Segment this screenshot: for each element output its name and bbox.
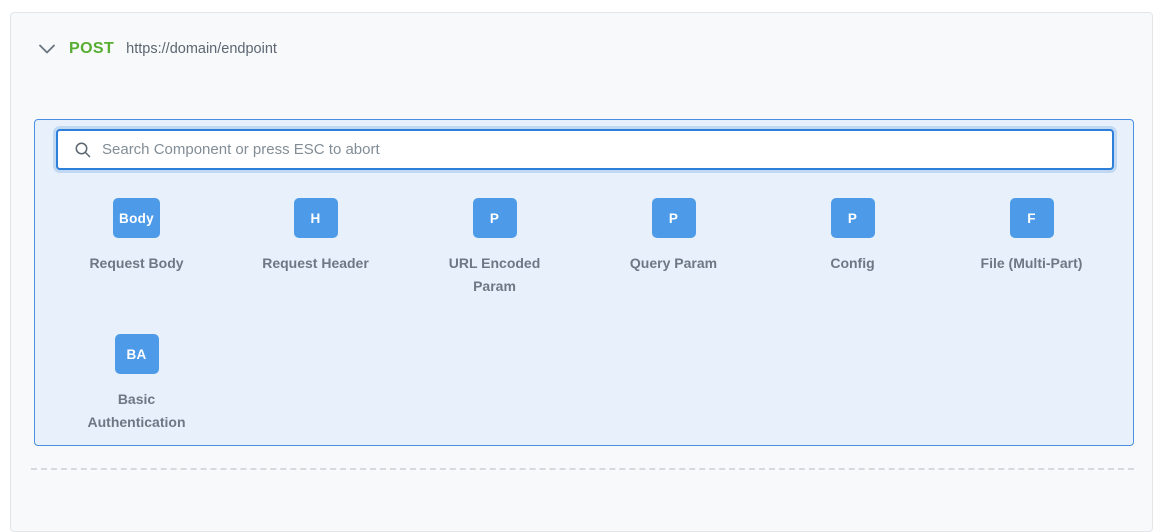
chevron-down-icon[interactable] — [37, 39, 57, 59]
search-icon — [74, 141, 92, 159]
component-item[interactable]: F File (Multi-Part) — [942, 198, 1121, 298]
component-label: Query Param — [629, 255, 718, 271]
component-badge[interactable]: BA — [114, 334, 159, 375]
component-badge[interactable]: P — [830, 198, 875, 238]
search-input[interactable] — [102, 141, 1112, 158]
next-drop-zone — [31, 468, 1134, 528]
request-header: POST https://domain/endpoint — [37, 39, 1152, 59]
component-label: Basic Authentication — [87, 391, 186, 431]
search-box[interactable] — [56, 129, 1114, 170]
request-method: POST — [69, 40, 115, 57]
component-item[interactable]: BA Basic Authentication — [47, 334, 226, 434]
component-item[interactable]: H Request Header — [226, 198, 405, 298]
request-url: https://domain/endpoint — [126, 41, 277, 57]
component-label: Request Header — [262, 255, 369, 271]
component-item[interactable]: P Config — [763, 198, 942, 298]
component-badge[interactable]: P — [651, 198, 696, 238]
component-item[interactable]: P URL Encoded Param — [405, 198, 584, 298]
request-card: POST https://domain/endpoint BodyRequest… — [10, 12, 1153, 532]
component-label: Request Body — [89, 255, 184, 271]
component-badge[interactable]: H — [293, 198, 338, 238]
component-badge[interactable]: Body — [113, 198, 160, 238]
component-label: URL Encoded Param — [448, 255, 541, 295]
component-label: File (Multi-Part) — [980, 255, 1083, 271]
component-badge[interactable]: F — [1009, 198, 1054, 238]
component-label: Config — [830, 255, 875, 271]
component-badge[interactable]: P — [472, 198, 517, 238]
component-item[interactable]: P Query Param — [584, 198, 763, 298]
